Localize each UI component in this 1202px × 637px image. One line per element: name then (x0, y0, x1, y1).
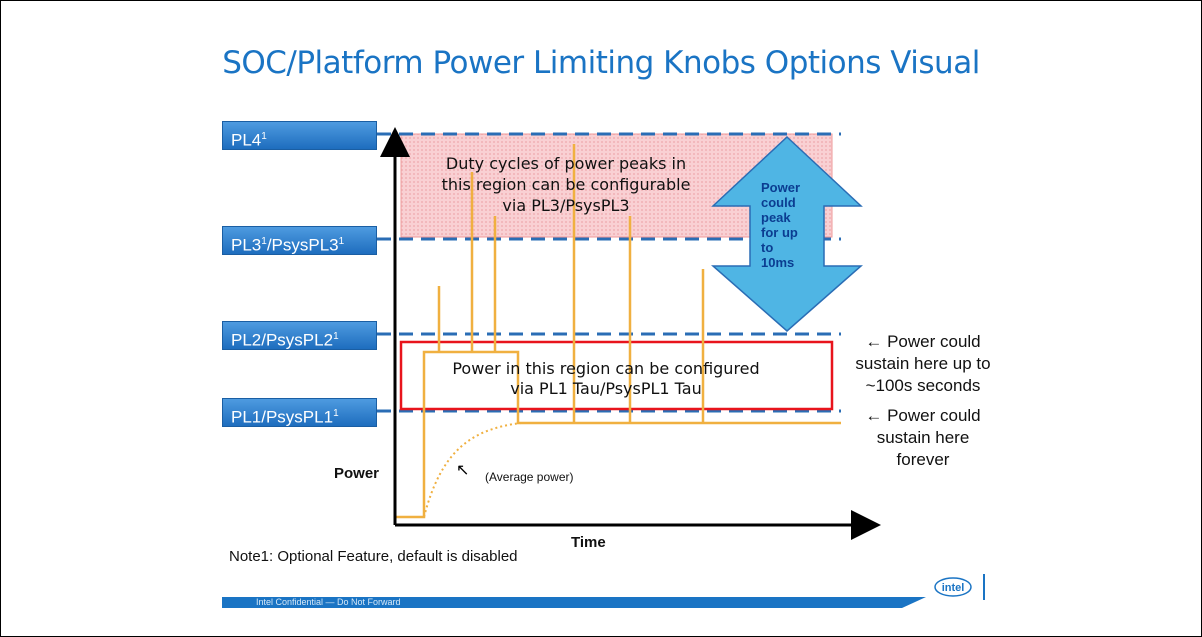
average-power-curve (423, 422, 522, 518)
average-power-arrow: ↖ (456, 462, 470, 479)
pl1-tau-region-text: Power in this region can be configured v… (452, 359, 760, 398)
pl1-tau-region (399, 340, 834, 411)
pl1-side-note: ← Power could sustain here forever (865, 406, 981, 469)
logo-separator (983, 574, 985, 600)
y-axis-label: Power (334, 465, 380, 482)
pl3-region-text: Duty cycles of power peaks in this regio… (441, 154, 691, 215)
pl2-label: PL2/PsysPL21 (222, 321, 377, 350)
footer-bar-tip (902, 597, 926, 608)
slide-title: SOC/Platform Power Limiting Knobs Option… (222, 45, 980, 81)
pl2-side-note: ← Power could sustain here up to ~100s s… (855, 332, 991, 395)
peak-duration-arrow (711, 135, 863, 332)
x-axis-label: Time (571, 534, 606, 551)
svg-text:intel: intel (942, 582, 965, 594)
average-power-label: (Average power) (485, 470, 574, 484)
pl1-label: PL1/PsysPL11 (222, 398, 377, 427)
footnote: Note1: Optional Feature, default is disa… (229, 548, 518, 565)
peak-arrow-text: Power could peak for up to 10ms (761, 180, 801, 270)
power-trace (395, 144, 841, 519)
footer-confidential: Intel Confidential — Do Not Forward (256, 597, 401, 607)
intel-logo: intel (934, 577, 972, 597)
pl4-label: PL41 (222, 121, 377, 150)
pl3-label: PL31/PsysPL31 (222, 226, 377, 255)
footer-bar (222, 597, 902, 608)
